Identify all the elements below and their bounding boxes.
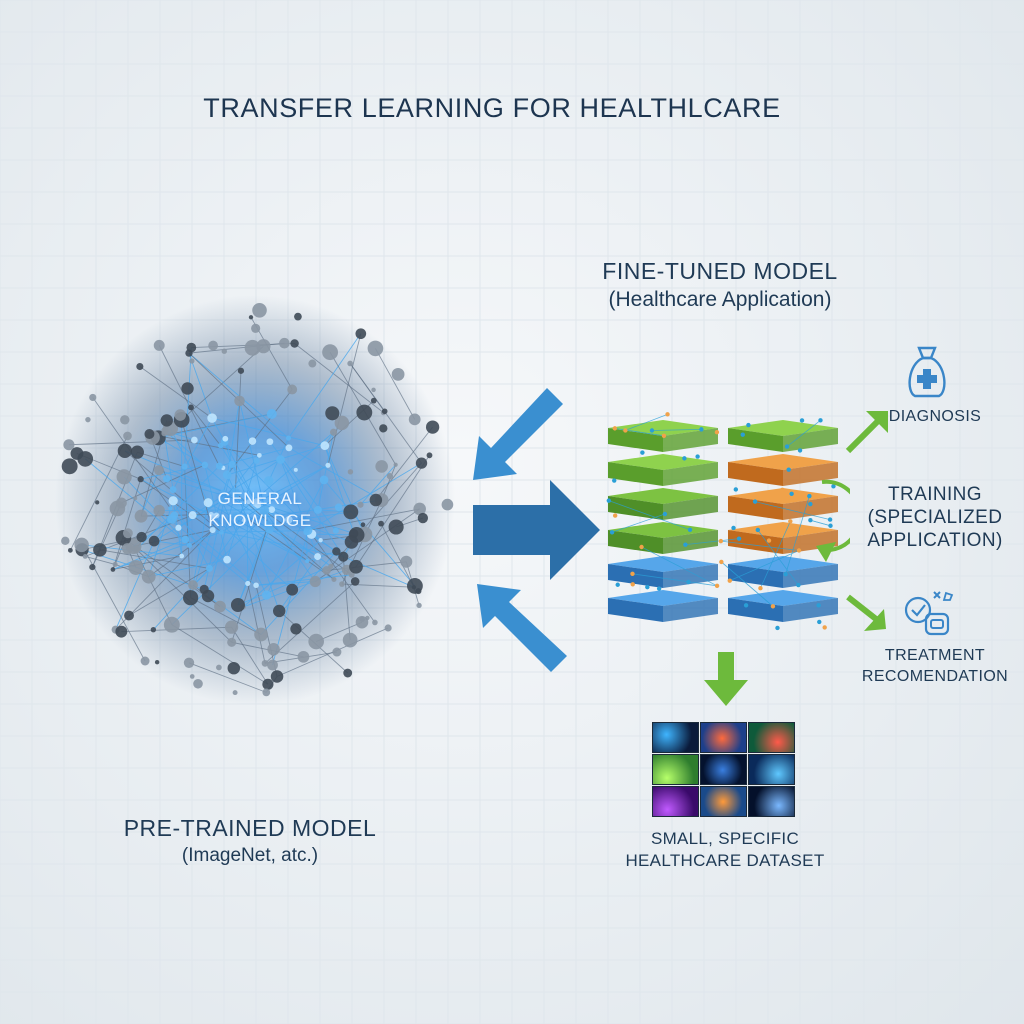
dataset-image-thumbnail xyxy=(700,754,747,785)
dataset-image-thumbnail xyxy=(748,754,795,785)
arrow-icon xyxy=(473,480,600,580)
pretrained-subtitle: (ImageNet, atc.) xyxy=(181,845,319,866)
loop-arrow-icon xyxy=(821,479,850,552)
dataset-thumbnails xyxy=(652,722,798,818)
dataset-image-thumbnail xyxy=(652,754,699,785)
dataset-image-thumbnail xyxy=(700,722,747,753)
finetuned-title: FINE-TUNED MODEL xyxy=(602,258,838,284)
dataset-image-thumbnail xyxy=(652,786,699,817)
pretrained-title: PRE-TRAINED MODEL xyxy=(123,815,377,841)
transfer-arrows xyxy=(473,388,600,672)
finetuned-model-stack xyxy=(606,412,850,631)
dataset-image-thumbnail xyxy=(652,722,699,753)
output-arrows xyxy=(845,411,888,631)
general-knowledge-label: GENERAL KNOWLDGE xyxy=(208,489,312,530)
treatment-icon xyxy=(904,591,954,636)
finetuned-subtitle: (Healthcare Application) xyxy=(608,288,832,311)
down-arrow-icon xyxy=(704,652,748,706)
dataset-image-thumbnail xyxy=(700,786,747,817)
page-title: TRANSFER LEARNING FOR HEALTHLCARE xyxy=(203,93,781,123)
training-label: TRAINING (SPECIALIZED APPLICATION) xyxy=(867,484,1003,551)
arrow-icon xyxy=(473,388,563,480)
diagnosis-label: DIAGNOSIS xyxy=(888,408,982,425)
pretrained-network xyxy=(55,295,455,705)
medical-bag-icon xyxy=(908,346,946,398)
arrow-icon xyxy=(477,584,567,672)
dataset-image-thumbnail xyxy=(748,786,795,817)
dataset-image-thumbnail xyxy=(748,722,795,753)
treatment-label: TREATMENT RECOMENDATION xyxy=(861,647,1009,685)
dataset-label: SMALL, SPECIFIC HEALTHCARE DATASET xyxy=(625,829,825,870)
